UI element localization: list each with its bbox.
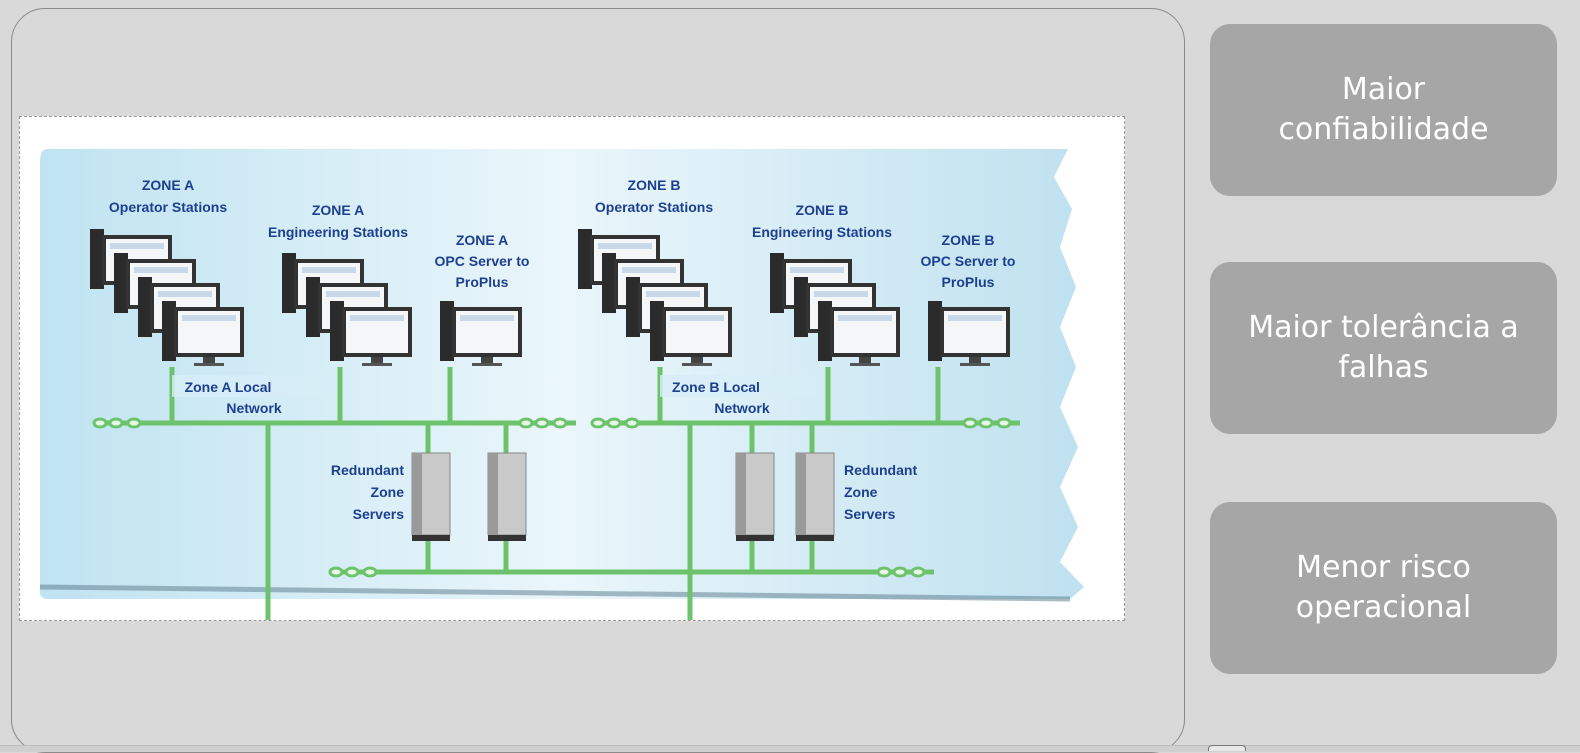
- zone-a-engineering-title: ZONE A: [312, 202, 364, 218]
- redundant-b-line3: Servers: [844, 506, 896, 522]
- benefit-card-lower-risk: Menor risco operacional: [1210, 502, 1557, 674]
- benefit-card-reliability: Maior confiabilidade: [1210, 24, 1557, 196]
- zone-a-operator-subtitle: Operator Stations: [109, 199, 227, 215]
- zone-b-opc-line3: ProPlus: [942, 274, 995, 290]
- zone-a-opc-monitor: [440, 301, 522, 366]
- zone-b-operator-title: ZONE B: [628, 177, 681, 193]
- benefit-card-label: Maior tolerância a falhas: [1248, 310, 1519, 385]
- benefit-card-label: Maior confiabilidade: [1278, 72, 1489, 147]
- bottom-scrollbar[interactable]: [0, 745, 1580, 752]
- redundant-a-line2: Zone: [371, 484, 405, 500]
- zone-b-engineering-title: ZONE B: [796, 202, 849, 218]
- zone-a-opc-line3: ProPlus: [456, 274, 509, 290]
- benefit-card-label: Menor risco operacional: [1295, 550, 1472, 625]
- zone-a-operator-title: ZONE A: [142, 177, 194, 193]
- zone-a-engineering-subtitle: Engineering Stations: [268, 224, 408, 240]
- zone-b-opc-line2: OPC Server to: [921, 253, 1016, 269]
- zone-a-opc-line2: OPC Server to: [435, 253, 530, 269]
- zone-a-opc-title: ZONE A: [456, 232, 508, 248]
- scroll-handle[interactable]: [1208, 745, 1246, 751]
- zone-b-opc-title: ZONE B: [942, 232, 995, 248]
- zone-a-network-label: Zone A Local: [185, 379, 272, 395]
- redundant-a-line3: Servers: [353, 506, 405, 522]
- network-terminators: [92, 417, 1012, 578]
- network-diagram: ZONE A Operator Stations ZONE A Engineer…: [19, 116, 1125, 621]
- zone-a-network-label-2: Network: [226, 400, 281, 416]
- zone-b-network-label-2: Network: [714, 400, 769, 416]
- zone-b-opc-monitor: [928, 301, 1010, 366]
- redundant-b-line2: Zone: [844, 484, 878, 500]
- redundant-b-line1: Redundant: [844, 462, 917, 478]
- redundant-a-line1: Redundant: [331, 462, 404, 478]
- zone-b-operator-subtitle: Operator Stations: [595, 199, 713, 215]
- zone-b-network-label: Zone B Local: [672, 379, 760, 395]
- zone-b-engineering-subtitle: Engineering Stations: [752, 224, 892, 240]
- benefit-card-fault-tolerance: Maior tolerância a falhas: [1210, 262, 1557, 434]
